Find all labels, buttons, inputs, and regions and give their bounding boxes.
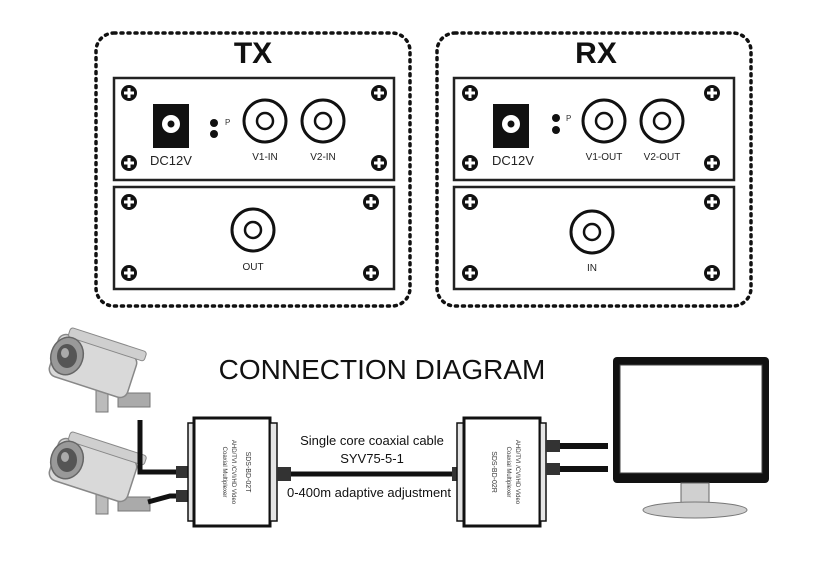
- rx-power-label: DC12V: [492, 153, 534, 168]
- tx-led-label: P: [225, 118, 230, 127]
- tx-v1-in-connector: [242, 98, 288, 144]
- screw-icon: [704, 194, 720, 210]
- screw-icon: [462, 155, 478, 171]
- camera-cables: [137, 420, 190, 505]
- rx-in-label: IN: [587, 263, 597, 274]
- rx-converter-box: AHD/TVI /CVI/HD Video Coaxial Multiplexe…: [456, 416, 547, 528]
- tx-panel: TX DC12V P V1-IN V2-IN OUT: [94, 31, 412, 308]
- screw-icon: [462, 85, 478, 101]
- screw-icon: [704, 85, 720, 101]
- rx-box-text1: AHD/TVI /CVI/HD Video: [514, 440, 520, 505]
- rx-panel: RX DC12V P V1-OUT V2-OUT IN: [435, 31, 753, 308]
- screw-icon: [462, 265, 478, 281]
- rx-v1-out-label: V1-OUT: [586, 152, 623, 163]
- rx-v1-out-connector: [581, 98, 627, 144]
- tx-v1-in-label: V1-IN: [252, 152, 278, 163]
- rx-power-led: [552, 114, 560, 134]
- screw-icon: [371, 155, 387, 171]
- connection-heading: CONNECTION DIAGRAM: [219, 354, 546, 385]
- rx-v2-out-connector: [639, 98, 685, 144]
- monitor-icon: [613, 357, 769, 519]
- cable-type-label: Single core coaxial cable: [300, 433, 444, 448]
- tx-title: TX: [234, 37, 272, 70]
- cable-spec-label: SYV75-5-1: [340, 451, 404, 466]
- monitor-cables: [546, 440, 608, 475]
- distance-label: 0-400m adaptive adjustment: [287, 485, 451, 500]
- rx-v2-out-label: V2-OUT: [644, 152, 681, 163]
- rx-in-connector: [569, 209, 615, 255]
- tx-out-connector: [230, 207, 276, 253]
- rx-box-text2: Coaxial Multiplexer: [505, 447, 511, 498]
- tx-box-text2: Coaxial Multiplexer: [221, 447, 227, 498]
- rx-title: RX: [575, 37, 617, 70]
- screw-icon: [363, 194, 379, 210]
- coaxial-cable: [277, 467, 466, 481]
- tx-v2-in-connector: [300, 98, 346, 144]
- screw-icon: [121, 265, 137, 281]
- tx-box-text1: AHD/TVI /CVI/HD Video: [230, 440, 236, 505]
- tx-power-led: [210, 119, 218, 138]
- screw-icon: [462, 194, 478, 210]
- rx-led-label: P: [566, 114, 571, 123]
- screw-icon: [121, 194, 137, 210]
- tx-out-label: OUT: [242, 262, 263, 273]
- screw-icon: [363, 265, 379, 281]
- tx-dotted-frame: [94, 31, 412, 308]
- tx-converter-box: SDS-BD-02T AHD/TVI /CVI/HD Video Coaxial…: [187, 416, 278, 528]
- screw-icon: [121, 155, 137, 171]
- tx-box-model: SDS-BD-02T: [244, 452, 251, 494]
- camera-2-icon: [48, 431, 151, 515]
- tx-power-label: DC12V: [150, 153, 192, 168]
- screw-icon: [704, 155, 720, 171]
- rx-dotted-frame: [435, 31, 753, 308]
- tx-v2-in-label: V2-IN: [310, 152, 336, 163]
- screw-icon: [371, 85, 387, 101]
- camera-1-icon: [48, 327, 151, 413]
- rx-box-model: SDS-BD-02R: [490, 451, 497, 493]
- rx-power-jack: [493, 104, 529, 148]
- screw-icon: [121, 85, 137, 101]
- tx-power-jack: [153, 104, 189, 148]
- screw-icon: [704, 265, 720, 281]
